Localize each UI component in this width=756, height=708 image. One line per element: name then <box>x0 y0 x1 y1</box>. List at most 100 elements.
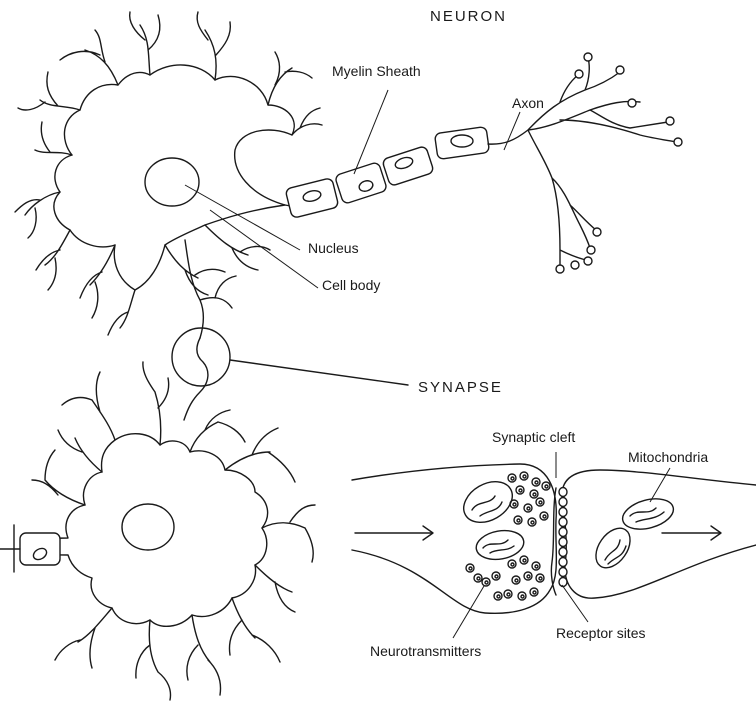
vesicle <box>510 500 518 508</box>
top-dendrite <box>35 122 72 155</box>
vesicle <box>516 486 524 494</box>
label-axon: Axon <box>512 95 544 111</box>
vesicle-core <box>539 577 542 580</box>
vesicle <box>492 572 500 580</box>
axon-terminal-bulbs <box>556 53 682 273</box>
vesicle-core <box>477 577 480 580</box>
signal-arrow-out <box>662 526 721 540</box>
top-dendrite <box>130 12 160 75</box>
vesicle <box>524 572 532 580</box>
receptor-site <box>559 508 567 517</box>
terminal-bulb <box>556 265 564 273</box>
vesicle <box>542 482 550 490</box>
vesicle-core <box>533 591 536 594</box>
label-neurotransmitters: Neurotransmitters <box>370 643 481 659</box>
vesicle <box>514 516 522 524</box>
vesicle-core <box>485 581 488 584</box>
vesicle <box>482 578 490 586</box>
bottom-dendrite <box>143 362 169 445</box>
bottom-dendrite <box>262 505 315 562</box>
vesicle <box>466 564 474 572</box>
terminal-bulb <box>575 70 583 78</box>
vesicle-core <box>519 489 522 492</box>
vesicle-core <box>527 507 530 510</box>
leader-receptors <box>562 585 588 622</box>
vesicle-core <box>545 485 548 488</box>
leader-cellbody <box>210 210 318 288</box>
receptor-site <box>559 568 567 577</box>
bottom-dendrite <box>255 565 295 612</box>
vesicle <box>540 512 548 520</box>
vesicle <box>530 588 538 596</box>
postsynaptic-terminal <box>562 470 756 598</box>
vesicle <box>536 574 544 582</box>
vesicle-core <box>531 521 534 524</box>
label-receptor-sites: Receptor sites <box>556 625 645 641</box>
postsynaptic-mitochondria <box>589 494 677 574</box>
vesicle-core <box>535 565 538 568</box>
presynaptic-mitochondria <box>456 473 526 563</box>
top-dendrite <box>268 52 312 105</box>
bottom-neuron <box>0 362 315 700</box>
terminal-bulb <box>674 138 682 146</box>
bottom-cell-body <box>40 434 268 627</box>
vesicle <box>536 498 544 506</box>
synapse-leader <box>230 360 408 385</box>
receptor-site <box>559 518 567 527</box>
connecting-axon <box>184 338 208 420</box>
neurotransmitter-vesicles <box>466 472 550 600</box>
myelin-sheath-segments <box>285 127 489 219</box>
vesicle <box>532 562 540 570</box>
vesicle-core <box>513 503 516 506</box>
bottom-dendrite <box>187 615 221 695</box>
neuron-title: NEURON <box>430 8 507 25</box>
terminal-bulb <box>593 228 601 236</box>
label-mitochondria: Mitochondria <box>628 449 708 465</box>
top-dendrite <box>15 192 60 238</box>
terminal-bulb <box>571 261 579 269</box>
bottom-dendrite <box>62 372 115 440</box>
top-dendrite <box>185 240 236 338</box>
vesicle-core <box>523 475 526 478</box>
receptor-site <box>559 498 567 507</box>
terminal-bulb <box>584 257 592 265</box>
signal-arrow-in <box>355 526 433 540</box>
receptor-site <box>559 578 567 587</box>
vesicle <box>528 518 536 526</box>
terminal-bulb <box>587 246 595 254</box>
top-dendrite <box>205 225 270 270</box>
bottom-dendrite <box>136 620 171 700</box>
presynaptic-terminal <box>352 464 556 613</box>
vesicle <box>530 490 538 498</box>
vesicle-core <box>511 477 514 480</box>
vesicle <box>508 560 516 568</box>
top-dendrite <box>108 290 135 335</box>
vesicle-core <box>497 595 500 598</box>
top-dendrite <box>36 230 70 290</box>
myelin-segment <box>285 178 339 219</box>
receptor-site <box>559 548 567 557</box>
bottom-dendrite <box>58 430 102 472</box>
terminal-bulb <box>616 66 624 74</box>
vesicle-core <box>523 559 526 562</box>
synapse-callout <box>172 328 408 420</box>
vesicle-core <box>543 515 546 518</box>
myelin-segment <box>434 127 489 160</box>
axon-terminal <box>488 58 676 268</box>
receptor-site <box>559 488 567 497</box>
vesicle-core <box>507 593 510 596</box>
terminal-bulb <box>666 117 674 125</box>
bottom-dendrite <box>32 450 85 505</box>
bottom-dendrite <box>55 608 112 668</box>
vesicle <box>518 592 526 600</box>
leader-myelin <box>354 90 388 174</box>
vesicle-core <box>527 575 530 578</box>
top-cell-body <box>54 65 294 290</box>
vesicle <box>524 504 532 512</box>
label-synaptic-cleft: Synaptic cleft <box>492 429 575 445</box>
label-cell-body: Cell body <box>322 277 380 293</box>
vesicle <box>520 556 528 564</box>
top-dendrite <box>18 72 80 110</box>
vesicle <box>532 478 540 486</box>
